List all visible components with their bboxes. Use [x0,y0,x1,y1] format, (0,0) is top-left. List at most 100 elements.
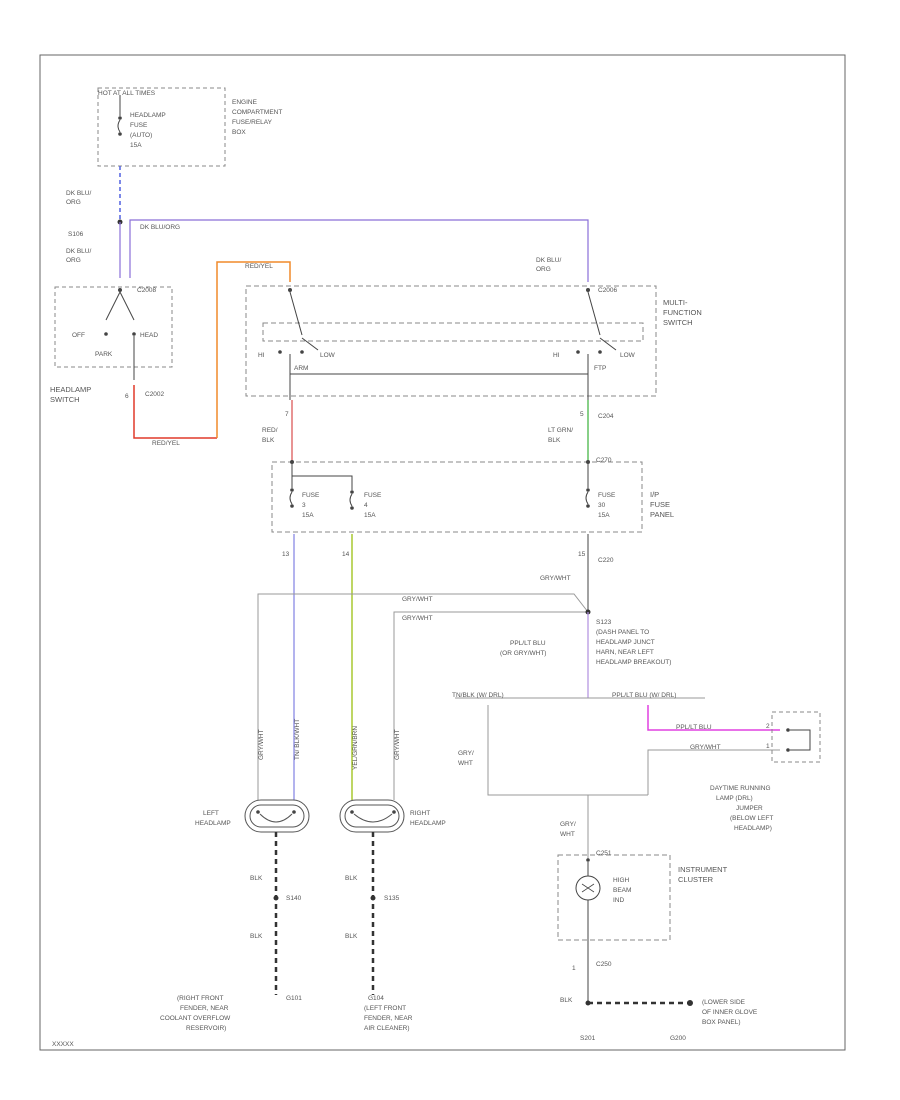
fuse-label: FUSE [302,492,320,499]
wire-label: GRY/WHT [540,575,571,582]
drl-jumper-label: JUMPER [736,805,763,812]
wire-label: ORG [66,199,81,206]
pin-label: 1 [766,743,770,750]
splice-s135 [370,895,376,901]
wire-label: LT GRN/ [548,427,573,434]
engine-box-label: FUSE/RELAY [232,119,273,126]
connector-label: C250 [596,961,612,968]
headlamp-fuse-label: (AUTO) [130,132,152,139]
wire-label: YEL/GRN/BRN [352,726,359,770]
wire-gry-wht-drl [647,749,780,795]
fuse-label: 4 [364,502,368,509]
pin-label: 14 [342,551,350,558]
pin-label: 15 [578,551,586,558]
wire-label: BLK [560,997,573,1004]
ground-description: RESERVOIR) [186,1025,226,1032]
drl-jumper-label: HEADLAMP) [734,825,772,832]
wire-top-dk-blu-org [129,219,589,282]
wire-label: BLK [250,933,263,940]
ground-description: (LEFT FRONT [364,1005,406,1012]
connector-label: C220 [598,557,614,564]
connector-label: C2008 [137,287,157,294]
wire-label: BLK [250,875,263,882]
instrument-cluster: HIGH BEAM IND [557,854,671,941]
wire-label: RED/YEL [245,263,273,270]
switch-position-label: FTP [594,365,606,372]
ground-label: G200 [670,1035,686,1042]
instrument-cluster-label: CLUSTER [678,875,714,884]
wire-label: DK BLU/ORG [140,224,180,231]
splice-description: HEADLAMP BREAKOUT) [596,659,671,666]
connector-label: C251 [596,850,612,857]
wire-label: TN/ BLK/WHT [294,719,301,760]
splice-label: S123 [596,619,612,626]
wire-label: DK BLU/ [66,190,91,197]
pin-label: 2 [766,723,770,730]
wire-label: GRY/WHT [402,596,433,603]
pin-label: 5 [580,411,584,418]
wire-label: TN/BLK (W/ DRL) [452,692,504,699]
ip-fuse-panel-label: PANEL [650,510,674,519]
splice-label: S201 [580,1035,596,1042]
ground-g200-icon [687,1000,693,1006]
hot-at-all-times-label: HOT AT ALL TIMES [98,90,156,97]
multi-function-switch-label: FUNCTION [663,308,702,317]
high-beam-label: BEAM [613,887,631,894]
switch-position-label: OFF [72,332,85,339]
wire-label: PPL/LT BLU [510,640,546,647]
engine-box-label: ENGINE [232,99,258,106]
drl-jumper-label: (BELOW LEFT [730,815,773,822]
left-headlamp-label: LEFT [203,810,219,817]
ip-fuse-panel-label: I/P [650,490,659,499]
wire-label: GRY/WHT [690,744,721,751]
wire-label: BLK [345,875,358,882]
wire-label: WHT [560,831,575,838]
wire-red-yel [216,261,291,438]
figure-id: XXXXX [52,1041,74,1048]
wire-label: PPL/LT BLU [676,724,712,731]
pin-label: 6 [125,393,129,400]
right-headlamp-label: RIGHT [410,810,430,817]
wire-gry-wht-left [257,593,589,800]
wire-label: RED/YEL [152,440,180,447]
left-headlamp-label: HEADLAMP [195,820,231,827]
drl-jumper-label: LAMP (DRL) [716,795,753,802]
instrument-cluster-label: INSTRUMENT [678,865,728,874]
engine-box-label: COMPARTMENT [232,109,282,116]
splice-description: (DASH PANEL TO [596,629,649,636]
pin-label: 13 [282,551,290,558]
wire-label: PPL/LT BLU (W/ DRL) [612,692,676,699]
connector-label: C204 [598,413,614,420]
connector-label: C2006 [598,287,618,294]
headlamp-switch-label: HEADLAMP [50,385,91,394]
ip-fuse-panel-label: FUSE [650,500,670,509]
splice-description: HEADLAMP JUNCT [596,639,655,646]
drl-jumper [771,711,821,763]
fuse-label: 15A [364,512,376,519]
headlamp-fuse-label: 15A [130,142,142,149]
ground-description: BOX PANEL) [702,1019,741,1026]
wire-label: DK BLU/ [66,248,91,255]
high-beam-label: IND [613,897,625,904]
right-headlamp [339,799,405,833]
splice-label: S135 [384,895,400,902]
pin-label: 7 [285,411,289,418]
wire-label: GRY/WHT [394,729,401,760]
wire-ppl-lt-blu-drl [647,705,780,731]
multi-function-switch-label: MULTI- [663,298,688,307]
ground-label: G101 [286,995,302,1002]
fuse-label: FUSE [364,492,382,499]
switch-position-label: PARK [95,351,113,358]
ground-description: (LOWER SIDE [702,999,746,1006]
ground-description: AIR CLEANER) [364,1025,410,1032]
wire-label: (OR GRY/WHT) [500,650,546,657]
ground-description: FENDER, NEAR [180,1005,229,1012]
wire-gry-wht-frame [487,705,648,796]
headlamp-switch: C2008 OFF HEAD PARK [54,286,173,380]
multi-function-switch: HI LOW ARM HI LOW FTP [245,285,657,400]
wire-label: BLK [345,933,358,940]
wire-label: BLK [548,437,561,444]
wire-label: ORG [536,266,551,273]
switch-position-label: LOW [620,352,636,359]
